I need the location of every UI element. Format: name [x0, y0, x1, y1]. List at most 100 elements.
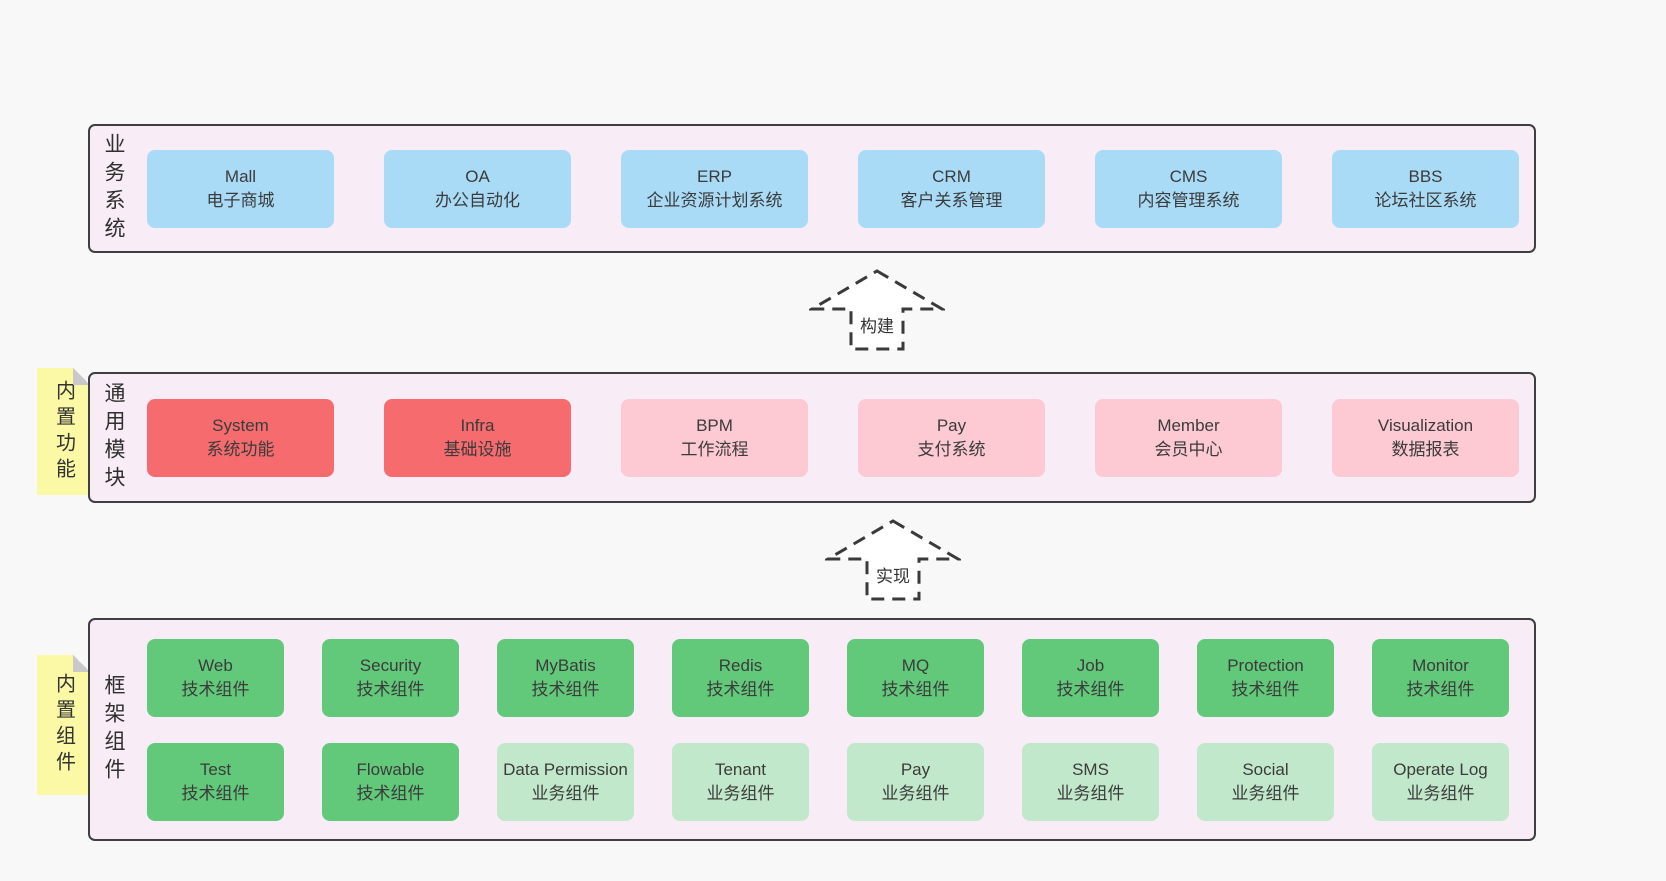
- section-framework-components: 框架组件 Web 技术组件 Security 技术组件 MyBatis 技术组件…: [88, 618, 1536, 841]
- folded-corner-icon: [73, 655, 90, 672]
- box-title: BBS: [1408, 166, 1443, 186]
- business-box-row: Mall 电子商城 OA 办公自动化 ERP 企业资源计划系统 CRM 客户关系…: [147, 149, 1519, 228]
- implement-arrow-icon: 实现: [825, 518, 961, 602]
- box-redis: Redis 技术组件: [672, 638, 809, 717]
- box-subtitle: 系统功能: [206, 439, 275, 459]
- box-title: SMS: [1072, 759, 1109, 779]
- box-title: CMS: [1169, 166, 1208, 186]
- box-subtitle: 业务组件: [531, 783, 600, 803]
- box-mq: MQ 技术组件: [847, 638, 984, 717]
- box-subtitle: 业务组件: [706, 783, 775, 803]
- box-test: Test 技术组件: [147, 742, 284, 821]
- box-title: Operate Log: [1393, 759, 1488, 779]
- box-flowable: Flowable 技术组件: [322, 742, 459, 821]
- box-data-permission: Data Permission 业务组件: [497, 742, 634, 821]
- box-title: BPM: [696, 415, 733, 435]
- arrow-label: 构建: [857, 312, 897, 337]
- box-subtitle: 业务组件: [1231, 783, 1300, 803]
- box-subtitle: 技术组件: [356, 679, 425, 699]
- dashed-up-arrow-icon: [825, 519, 961, 601]
- build-arrow-icon: 构建: [809, 268, 945, 352]
- box-pay-component: Pay 业务组件: [847, 742, 984, 821]
- sticky-note-built-in-features: 内置功能: [37, 368, 90, 495]
- box-title: Test: [199, 759, 232, 779]
- box-subtitle: 技术组件: [356, 783, 425, 803]
- box-pay-module: Pay 支付系统: [858, 398, 1045, 477]
- box-subtitle: 技术组件: [1406, 679, 1475, 699]
- box-subtitle: 技术组件: [1231, 679, 1300, 699]
- box-subtitle: 论坛社区系统: [1374, 190, 1477, 210]
- framework-row-1: Web 技术组件 Security 技术组件 MyBatis 技术组件 Redi…: [147, 638, 1509, 717]
- box-subtitle: 会员中心: [1154, 439, 1223, 459]
- arrow-label: 实现: [873, 562, 913, 587]
- section-label: 框架组件: [102, 673, 125, 786]
- dashed-up-arrow-icon: [809, 269, 945, 351]
- modules-box-row: System 系统功能 Infra 基础设施 BPM 工作流程 Pay 支付系统…: [147, 398, 1519, 477]
- box-tenant: Tenant 业务组件: [672, 742, 809, 821]
- box-title: Member: [1157, 415, 1220, 435]
- box-subtitle: 业务组件: [1406, 783, 1475, 803]
- box-title: Web: [198, 655, 233, 675]
- section-label: 通用模块: [102, 381, 125, 494]
- box-title: Flowable: [356, 759, 425, 779]
- box-title: Data Permission: [503, 759, 628, 779]
- section-common-modules: 通用模块 System 系统功能 Infra 基础设施 BPM 工作流程 Pay…: [88, 372, 1536, 503]
- box-subtitle: 客户关系管理: [900, 190, 1003, 210]
- box-protection: Protection 技术组件: [1197, 638, 1334, 717]
- box-subtitle: 办公自动化: [435, 190, 520, 210]
- box-subtitle: 技术组件: [531, 679, 600, 699]
- box-title: Mall: [224, 166, 257, 186]
- section-label: 业务系统: [102, 132, 125, 245]
- box-subtitle: 支付系统: [917, 439, 986, 459]
- box-title: Protection: [1227, 655, 1304, 675]
- box-title: MyBatis: [535, 655, 596, 675]
- box-title: Tenant: [714, 759, 767, 779]
- box-visualization: Visualization 数据报表: [1332, 398, 1519, 477]
- folded-corner-icon: [73, 368, 90, 385]
- box-web: Web 技术组件: [147, 638, 284, 717]
- box-subtitle: 技术组件: [181, 679, 250, 699]
- framework-row-2: Test 技术组件 Flowable 技术组件 Data Permission …: [147, 742, 1509, 821]
- box-title: System: [212, 415, 269, 435]
- box-subtitle: 技术组件: [1056, 679, 1125, 699]
- box-subtitle: 技术组件: [881, 679, 950, 699]
- box-sms: SMS 业务组件: [1022, 742, 1159, 821]
- framework-box-grid: Web 技术组件 Security 技术组件 MyBatis 技术组件 Redi…: [147, 638, 1509, 821]
- box-subtitle: 数据报表: [1391, 439, 1460, 459]
- box-title: Monitor: [1412, 655, 1469, 675]
- box-title: Security: [359, 655, 422, 675]
- box-operate-log: Operate Log 业务组件: [1372, 742, 1509, 821]
- section-business-systems: 业务系统 Mall 电子商城 OA 办公自动化 ERP 企业资源计划系统 CRM…: [88, 124, 1536, 253]
- box-subtitle: 企业资源计划系统: [646, 190, 783, 210]
- box-title: Job: [1076, 655, 1105, 675]
- box-title: CRM: [932, 166, 971, 186]
- box-security: Security 技术组件: [322, 638, 459, 717]
- box-crm: CRM 客户关系管理: [858, 149, 1045, 228]
- box-title: Visualization: [1377, 415, 1474, 435]
- box-subtitle: 业务组件: [1056, 783, 1125, 803]
- box-title: Infra: [460, 415, 495, 435]
- box-subtitle: 技术组件: [181, 783, 250, 803]
- box-bbs: BBS 论坛社区系统: [1332, 149, 1519, 228]
- box-subtitle: 基础设施: [443, 439, 512, 459]
- box-title: Pay: [936, 415, 967, 435]
- box-cms: CMS 内容管理系统: [1095, 149, 1282, 228]
- box-title: Social: [1242, 759, 1289, 779]
- box-monitor: Monitor 技术组件: [1372, 638, 1509, 717]
- box-title: OA: [465, 166, 490, 186]
- sticky-note-built-in-components: 内置组件: [37, 655, 90, 795]
- box-subtitle: 内容管理系统: [1137, 190, 1240, 210]
- box-title: ERP: [697, 166, 732, 186]
- box-social: Social 业务组件: [1197, 742, 1334, 821]
- sticky-note-label: 内置功能: [52, 379, 75, 484]
- box-subtitle: 业务组件: [881, 783, 950, 803]
- box-erp: ERP 企业资源计划系统: [621, 149, 808, 228]
- box-title: Pay: [900, 759, 931, 779]
- box-system: System 系统功能: [147, 398, 334, 477]
- box-title: MQ: [901, 655, 930, 675]
- box-subtitle: 技术组件: [706, 679, 775, 699]
- box-oa: OA 办公自动化: [384, 149, 571, 228]
- box-infra: Infra 基础设施: [384, 398, 571, 477]
- box-job: Job 技术组件: [1022, 638, 1159, 717]
